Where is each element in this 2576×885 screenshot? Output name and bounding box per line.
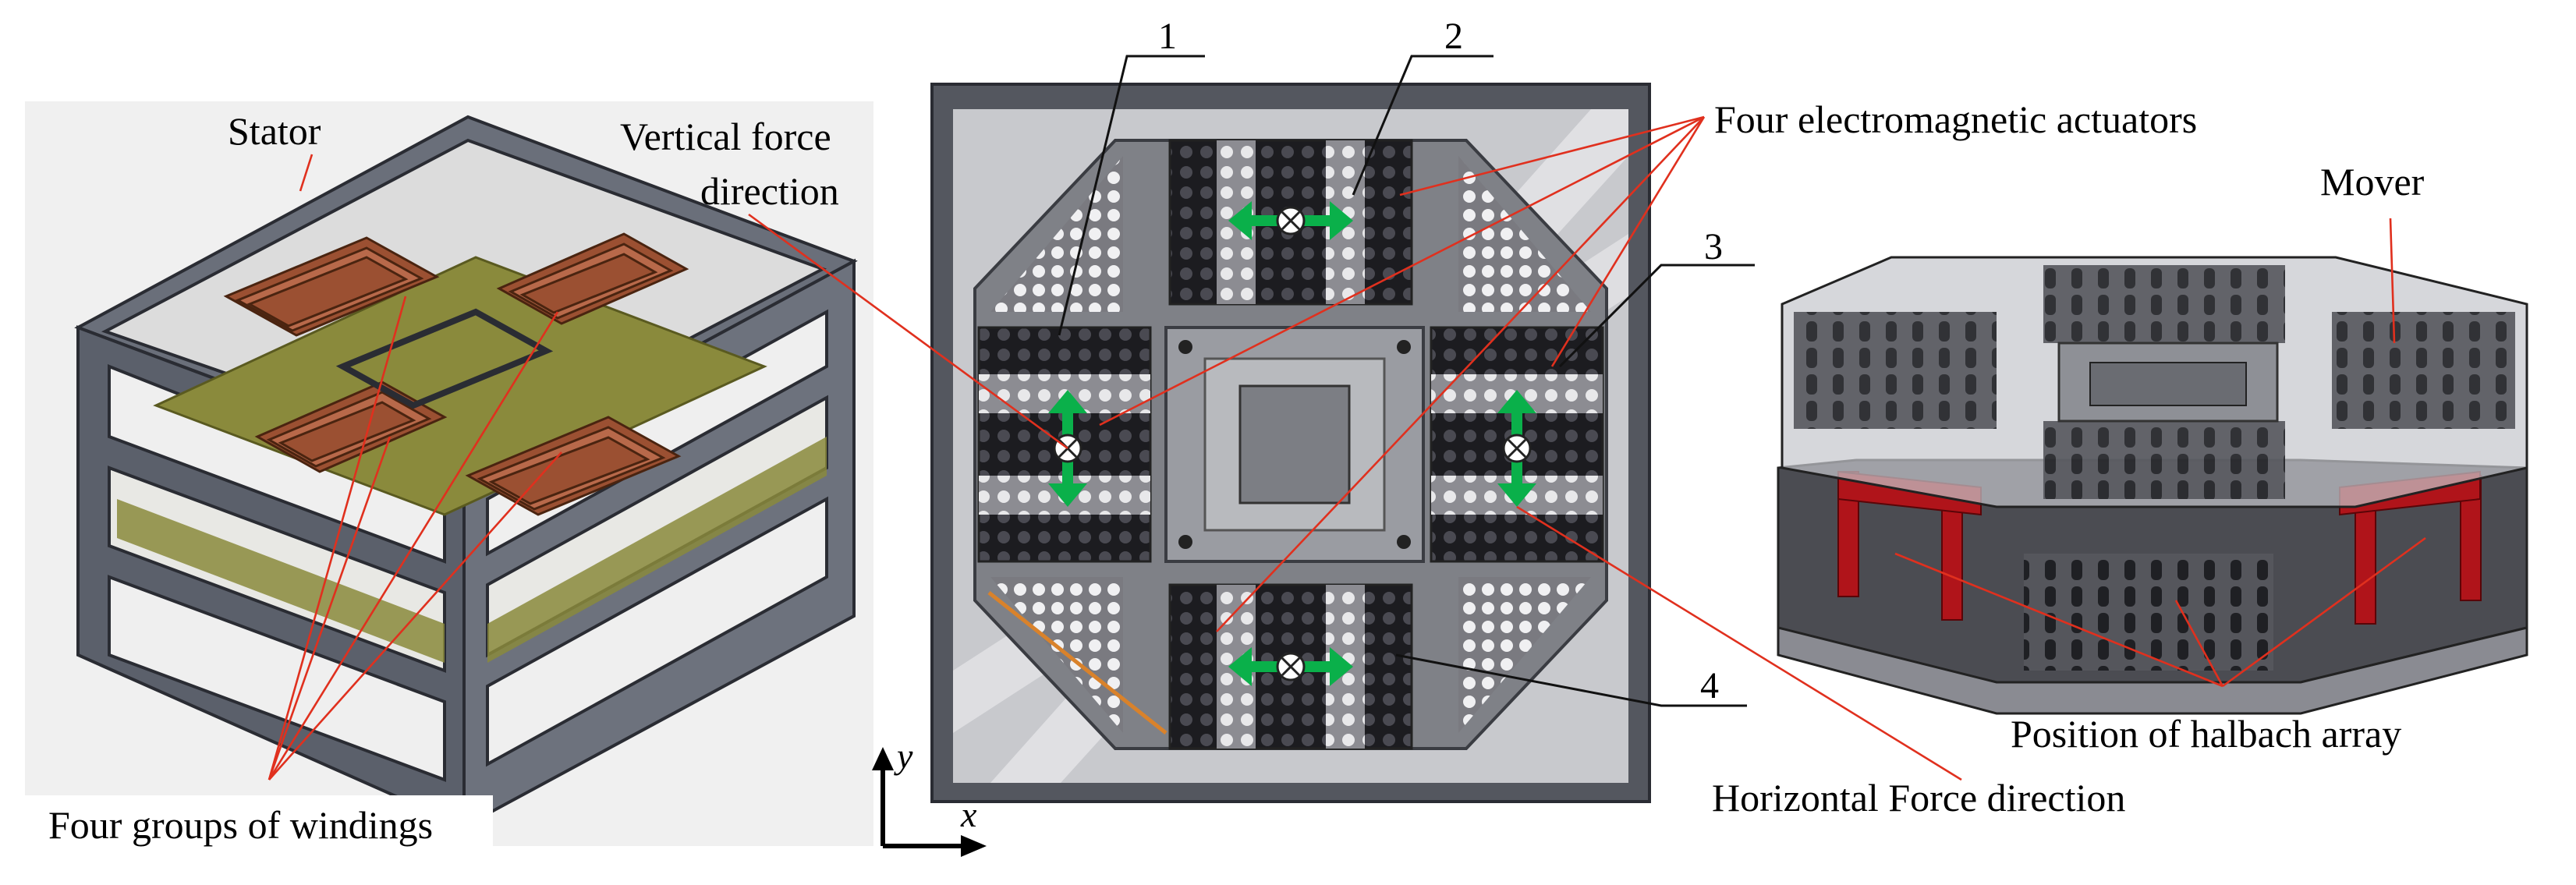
vertical-marker-right [1502, 434, 1532, 463]
horizontal-force-label: Horizontal Force direction [1712, 776, 2125, 820]
mover-label: Mover [2320, 160, 2425, 204]
callout-1: 1 [1158, 16, 1177, 57]
halbach-center-blocks [2024, 554, 2273, 671]
callout-3: 3 [1704, 226, 1723, 267]
stator-plate-lower [117, 499, 445, 663]
arrow-horizontal-top [1228, 201, 1353, 240]
callout-leaders [1058, 55, 1755, 707]
windings-label: Four groups of windings [48, 803, 433, 847]
mover-panel: Mover Position of halbach array [1777, 160, 2528, 756]
winding-groups [223, 232, 689, 516]
actuator-left [977, 326, 1152, 563]
halbach-label: Position of halbach array [2011, 712, 2401, 756]
stator-label: Stator [228, 109, 321, 153]
halbach-leaders [1894, 536, 2426, 688]
top-view-panel: 1 2 3 4 y x [872, 16, 1755, 857]
winding-group-4 [465, 416, 682, 516]
stator-panel: Stator Four groups of windings [25, 101, 873, 850]
coordinate-axes [872, 747, 987, 857]
mover-coils-right [2332, 312, 2515, 429]
center-stage [1238, 384, 1351, 504]
corner-dots-se [1458, 577, 1591, 733]
winding-group-3 [254, 381, 448, 473]
vertical-marker-top [1276, 206, 1306, 235]
mover-base-bottom [1777, 626, 2528, 715]
winding-group-1 [223, 236, 440, 337]
em-actuators-leaders [1099, 115, 1706, 632]
mover-leader [2389, 218, 2396, 344]
mover-coils-front [2043, 421, 2285, 499]
windings-leaders [268, 296, 562, 781]
horizontal-force-leader [1516, 505, 1962, 781]
stator-plate-lower-right [487, 437, 827, 663]
vertical-force-label-line2: direction [700, 169, 839, 213]
mover-coils-left [1794, 312, 1997, 429]
vertical-force-markers [1053, 206, 1532, 681]
vertical-marker-bottom [1276, 652, 1306, 681]
axis-y-label: y [894, 736, 913, 776]
vertical-force-label-line1: Vertical force [620, 115, 831, 158]
vertical-force-leader [748, 213, 1068, 450]
mover-coils-back [2043, 265, 2285, 343]
winding-group-2 [496, 232, 689, 325]
mover-center-inner [2089, 362, 2247, 406]
axis-x-label: x [960, 795, 977, 834]
em-actuators-label: Four electromagnetic actuators [1714, 97, 2197, 141]
callout-2: 2 [1444, 16, 1463, 57]
corner-dots-nw [990, 156, 1123, 312]
corner-dots-ne [1458, 156, 1591, 312]
stator-leader [299, 154, 314, 192]
corner-dots-sw [990, 577, 1123, 733]
callout-4: 4 [1700, 665, 1719, 706]
windings-label-bg [25, 795, 493, 850]
orange-accent [987, 591, 1168, 735]
